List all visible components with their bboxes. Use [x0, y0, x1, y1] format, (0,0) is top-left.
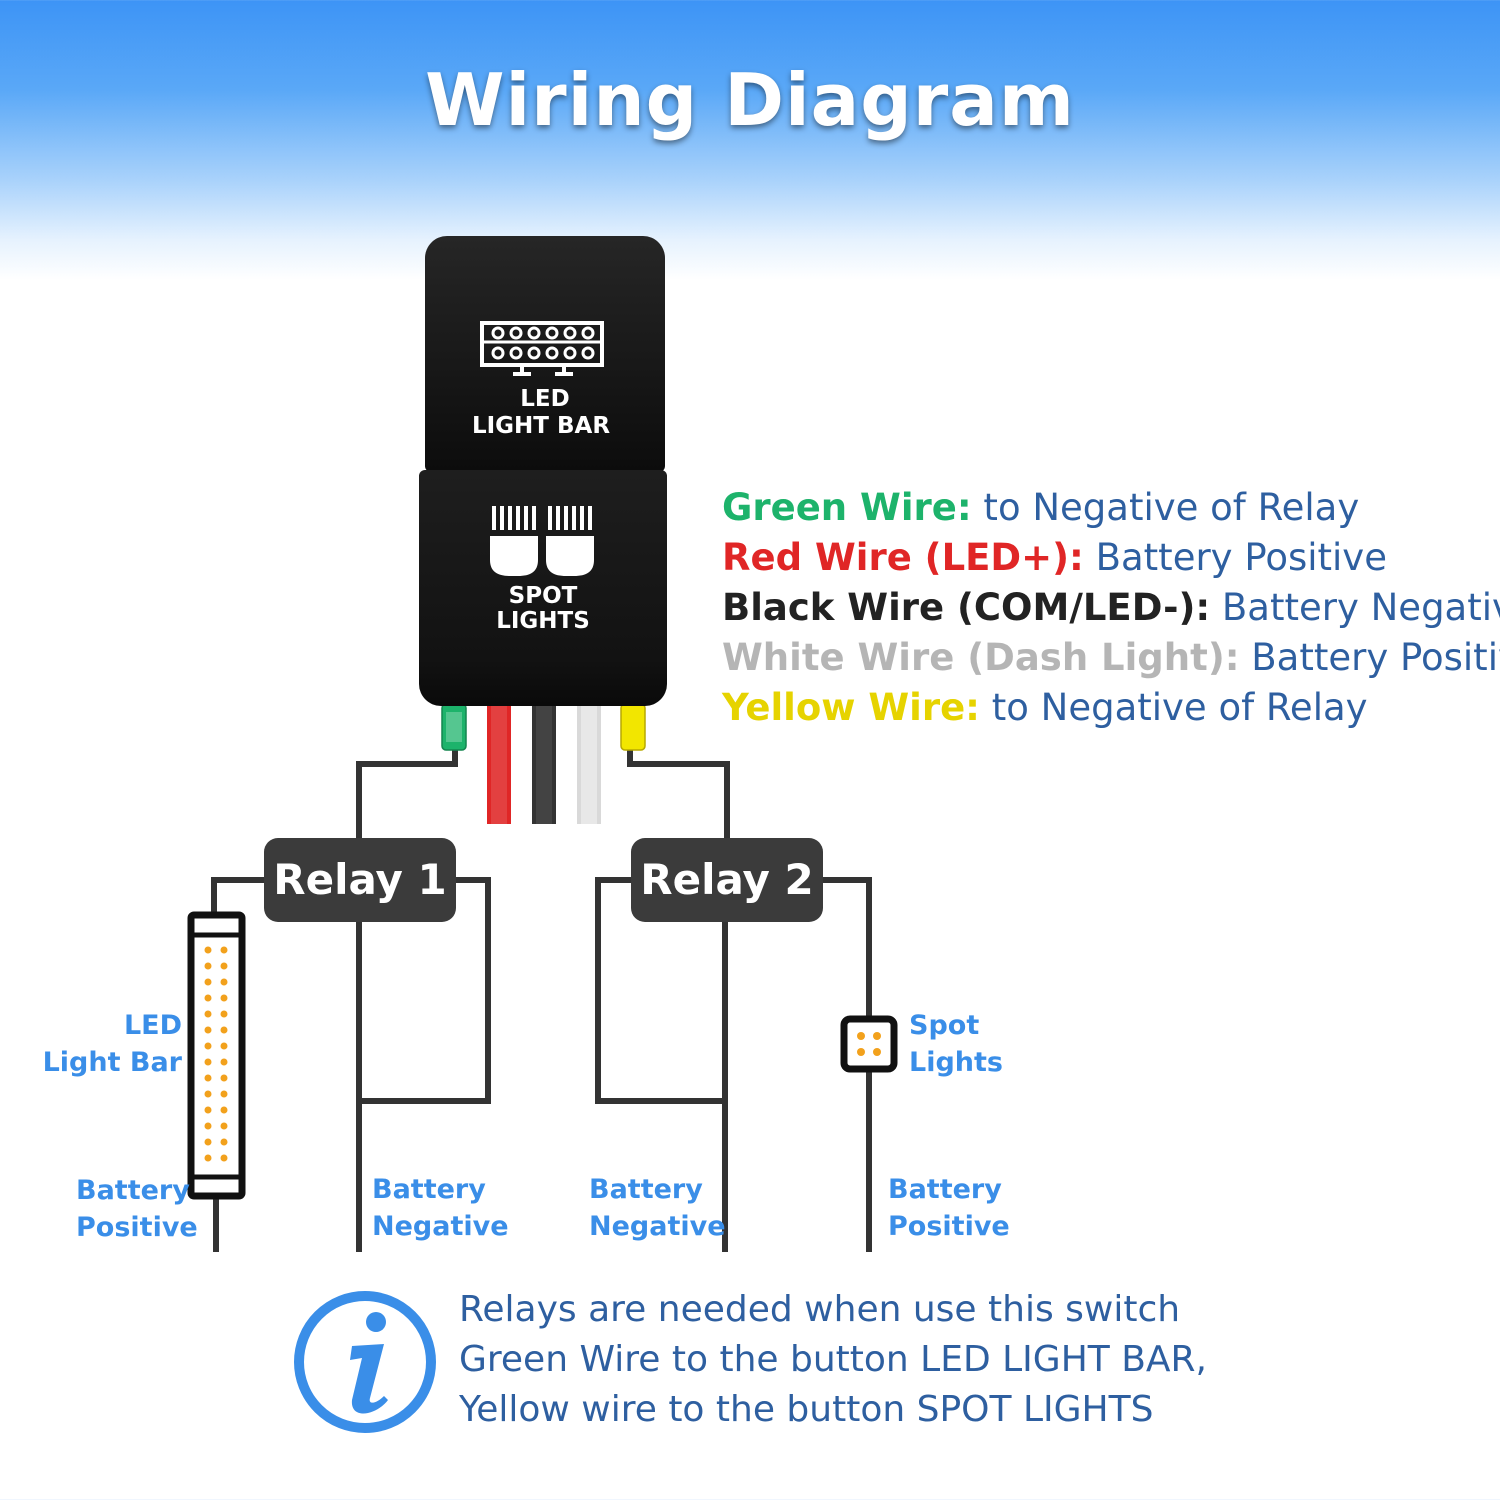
legend-green-wire: Green Wire: to Negative of Relay	[722, 486, 1359, 529]
info-line-1: Relays are needed when use this switch	[459, 1289, 1181, 1330]
relay2-right-wire	[818, 877, 872, 1018]
yellow-wire	[620, 703, 646, 751]
spot-button-label-line1: SPOT	[508, 583, 578, 609]
switch-wires	[441, 703, 646, 824]
black-wire	[532, 704, 556, 824]
green-wire-path	[356, 745, 458, 840]
info-line-2: Green Wire to the button LED LIGHT BAR,	[459, 1339, 1207, 1380]
battery-positive-right-line2: Positive	[888, 1211, 1010, 1242]
info-line-3: Yellow wire to the button SPOT LIGHTS	[459, 1389, 1154, 1430]
led-light-bar-label-line1: LED	[123, 1010, 182, 1041]
legend-key: Black Wire (COM/LED-):	[722, 586, 1211, 629]
battery-positive-left-line2: Positive	[76, 1212, 198, 1243]
led-dots	[204, 946, 228, 1162]
legend-value: Battery Positive	[1251, 636, 1500, 679]
page-title: Wiring Diagram	[425, 58, 1075, 142]
legend-key: White Wire (Dash Light):	[722, 636, 1240, 679]
spot-light-component	[840, 1015, 898, 1073]
legend-white-wire: White Wire (Dash Light): Battery Positiv…	[722, 636, 1500, 679]
legend-key: Green Wire:	[722, 486, 972, 529]
legend-value: Battery Negative	[1221, 586, 1500, 629]
legend-key: Red Wire (LED+):	[722, 536, 1084, 579]
led-light-bar-switch-button[interactable]: LED LIGHT BAR	[425, 236, 665, 472]
spot-light-icon	[490, 506, 594, 576]
led-light-bar-label: LED Light Bar	[20, 1007, 182, 1081]
red-wire	[487, 704, 511, 824]
relay2-loop-wire	[595, 877, 725, 1104]
battery-positive-right-line1: Battery	[888, 1174, 1002, 1205]
battery-positive-right-label: Battery Positive	[888, 1171, 1010, 1245]
spot-lights-label-line1: Spot	[909, 1010, 980, 1041]
led-button-label-line1: LED	[520, 386, 570, 412]
battery-negative-1-label: Battery Negative	[372, 1171, 509, 1245]
relay1-loop-wire	[359, 877, 491, 1104]
spot-lights-label: Spot Lights	[909, 1007, 1003, 1081]
yellow-wire-path	[627, 745, 730, 840]
led-light-bar-component	[187, 911, 246, 1200]
led-button-label-line2: LIGHT BAR	[471, 413, 611, 439]
relay1-left-wire	[211, 877, 268, 915]
battery-positive-left-line1: Battery	[76, 1175, 190, 1206]
legend-red-wire: Red Wire (LED+): Battery Positive	[722, 536, 1387, 579]
legend-value: to Negative of Relay	[979, 686, 1368, 729]
info-note: Relays are needed when use this switch G…	[459, 1285, 1207, 1435]
battery-positive-left-label: Battery Positive	[76, 1172, 198, 1246]
legend-key: Yellow Wire:	[722, 686, 980, 729]
legend-black-wire: Black Wire (COM/LED-): Battery Negative	[722, 586, 1500, 629]
white-wire	[577, 704, 601, 824]
battery-negative-2-line1: Battery	[589, 1174, 703, 1205]
battery-negative-2-line2: Negative	[589, 1211, 726, 1242]
battery-negative-2-label: Battery Negative	[589, 1171, 726, 1245]
spot-lights-switch-button[interactable]: SPOT LIGHTS	[419, 470, 667, 706]
spot-lights-label-line2: Lights	[909, 1047, 1003, 1078]
led-light-bar-label-line2: Light Bar	[42, 1047, 182, 1078]
legend-value: Battery Positive	[1083, 536, 1387, 579]
relay-2: Relay 2	[631, 838, 823, 922]
relay-1: Relay 1	[264, 838, 456, 922]
spot-button-label-line2: LIGHTS	[496, 608, 590, 634]
battery-negative-1-line2: Negative	[372, 1211, 509, 1242]
info-icon	[294, 1291, 436, 1433]
legend-value: to Negative of Relay	[971, 486, 1360, 529]
legend-yellow-wire: Yellow Wire: to Negative of Relay	[722, 686, 1368, 729]
battery-negative-1-line1: Battery	[372, 1174, 486, 1205]
light-bar-icon	[480, 321, 604, 376]
